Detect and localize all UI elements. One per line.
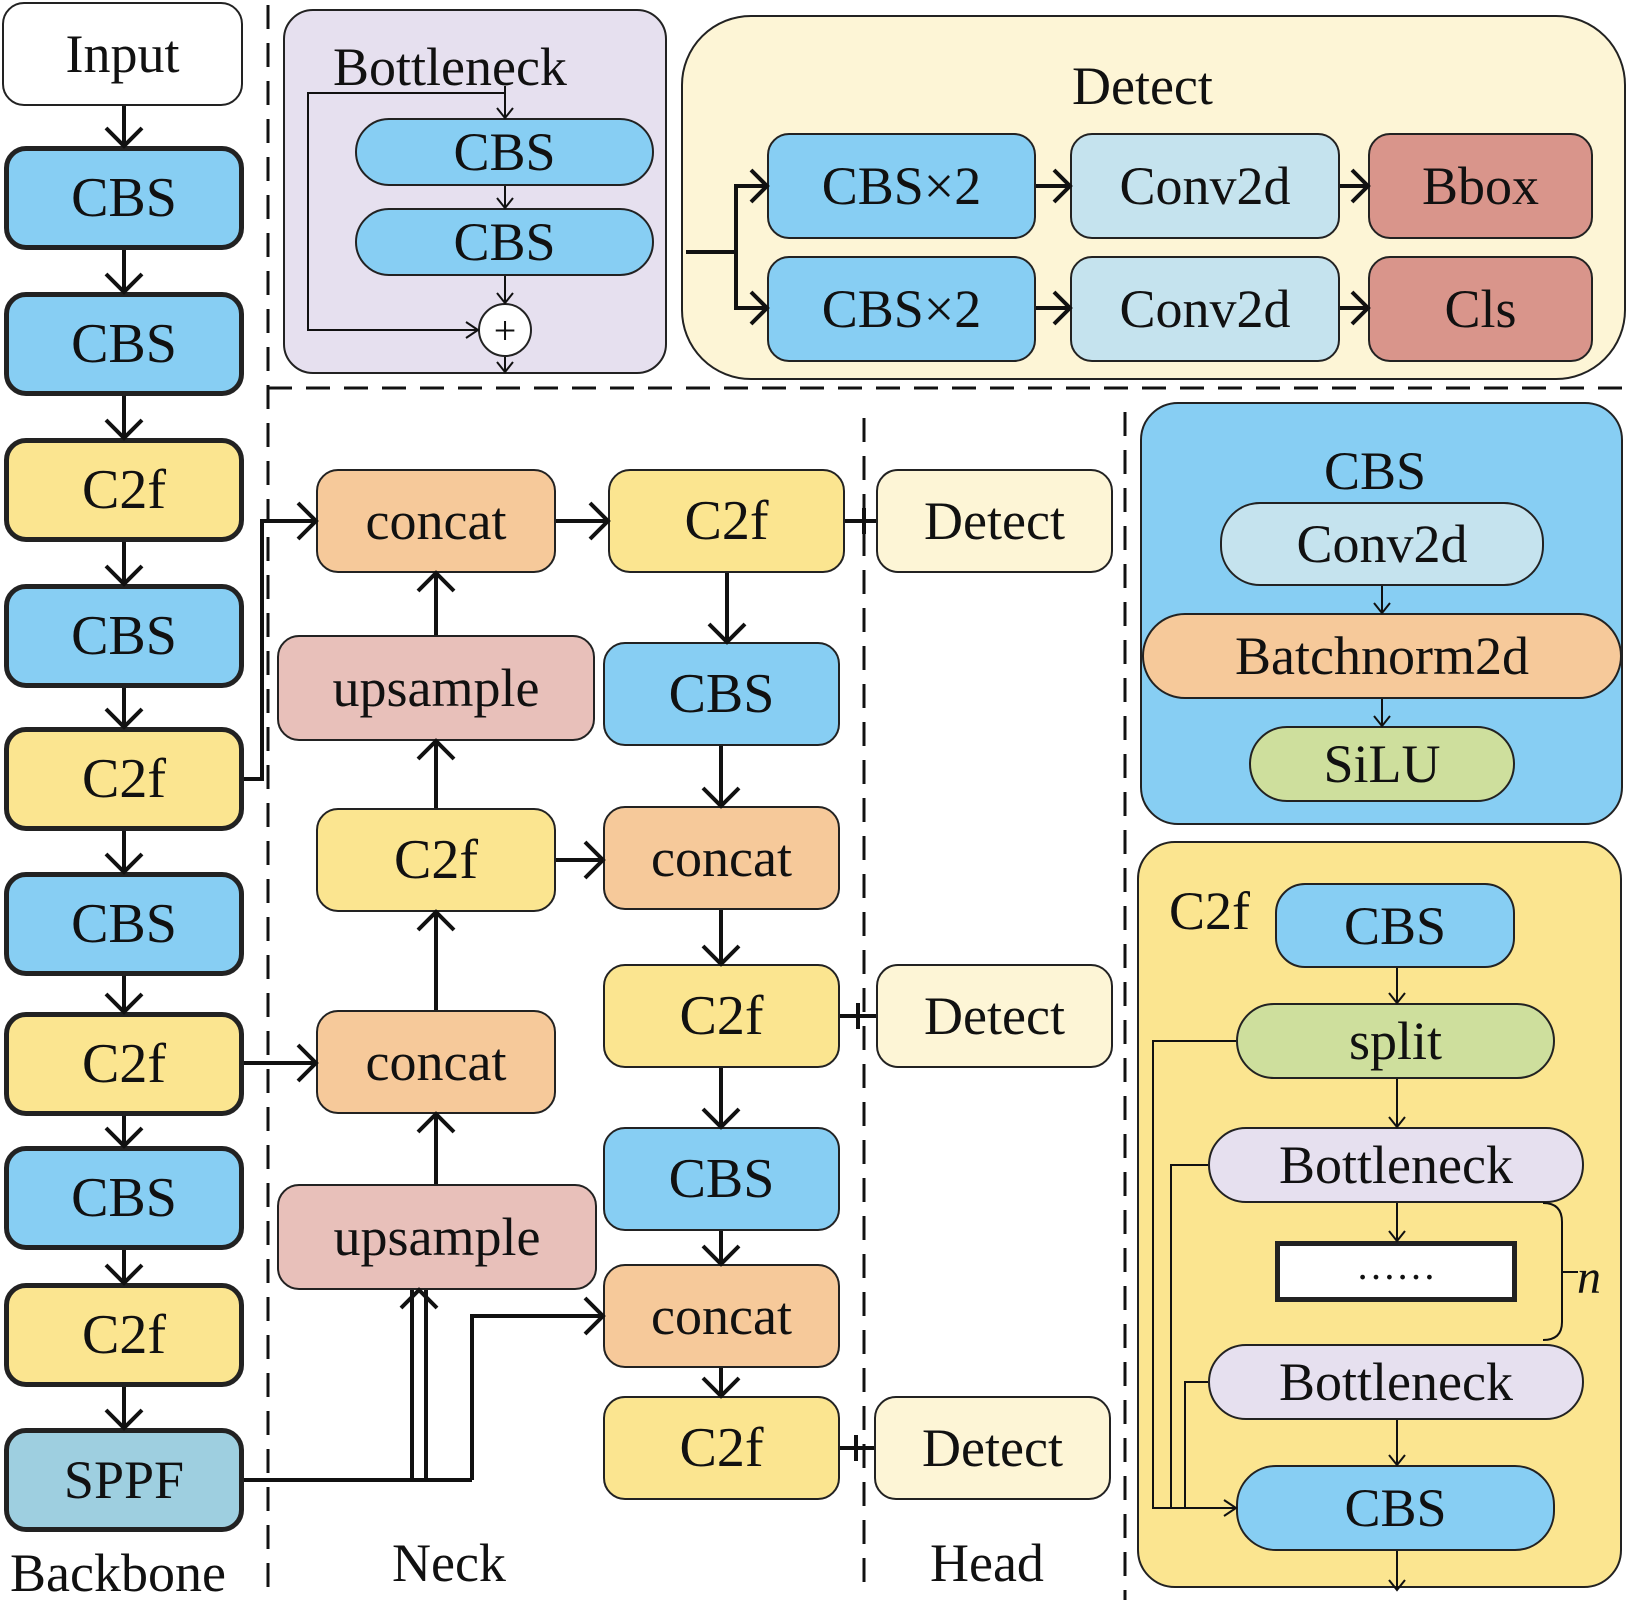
add-symbol: + <box>478 303 532 357</box>
detect-conv2d-block: Conv2d <box>1070 256 1340 362</box>
neck-c2f-mid: C2f <box>316 808 556 912</box>
backbone-block: C2f <box>4 1283 244 1387</box>
c2f-ellipsis: …… <box>1275 1241 1517 1302</box>
neck-label: Neck <box>392 1533 506 1593</box>
c2f-panel-title: C2f <box>1169 881 1250 941</box>
c2f-cbs-top: CBS <box>1275 883 1515 968</box>
backbone-label: Backbone <box>10 1543 226 1603</box>
cbs-conv2d-layer: Conv2d <box>1220 502 1544 586</box>
bottleneck-cbs-block: CBS <box>355 208 654 276</box>
c2f-cbs-bottom: CBS <box>1236 1465 1555 1551</box>
neck-cbs-2: CBS <box>603 1127 840 1231</box>
bbox-output: Bbox <box>1368 133 1593 239</box>
detect-panel-title: Detect <box>1072 56 1213 116</box>
backbone-block: CBS <box>4 146 244 250</box>
neck-concat-top: concat <box>316 469 556 573</box>
cbs-batchnorm-layer: Batchnorm2d <box>1142 613 1622 699</box>
detect-cbs-block: CBS×2 <box>767 133 1036 239</box>
c2f-repeat-label: n <box>1577 1251 1601 1304</box>
c2f-split: split <box>1236 1003 1555 1079</box>
backbone-block: C2f <box>4 438 244 542</box>
detect-cbs-block: CBS×2 <box>767 256 1036 362</box>
c2f-bottleneck-1: Bottleneck <box>1208 1127 1584 1203</box>
backbone-block: CBS <box>4 292 244 396</box>
bottleneck-panel-title: Bottleneck <box>333 37 567 97</box>
neck-upsample-bottom: upsample <box>277 1184 597 1290</box>
input-box: Input <box>2 2 243 106</box>
backbone-block: CBS <box>4 872 244 976</box>
neck-concat-mid: concat <box>316 1010 556 1114</box>
cbs-panel-title: CBS <box>1324 441 1427 501</box>
backbone-block: C2f <box>4 1012 244 1116</box>
neck-cbs-1: CBS <box>603 642 840 746</box>
backbone-block: CBS <box>4 584 244 688</box>
neck-concat-3: concat <box>603 1264 840 1368</box>
neck-upsample-top: upsample <box>277 635 595 741</box>
neck-c2f-out-2: C2f <box>603 964 840 1068</box>
sppf-block: SPPF <box>4 1428 244 1532</box>
neck-c2f-out-1: C2f <box>608 469 845 573</box>
c2f-bottleneck-2: Bottleneck <box>1208 1344 1584 1420</box>
cls-output: Cls <box>1368 256 1593 362</box>
head-label: Head <box>930 1533 1044 1593</box>
bottleneck-cbs-block: CBS <box>355 118 654 186</box>
detect-conv2d-block: Conv2d <box>1070 133 1340 239</box>
head-detect: Detect <box>874 1396 1111 1500</box>
cbs-silu-layer: SiLU <box>1249 726 1515 802</box>
neck-concat-2: concat <box>603 806 840 910</box>
head-detect: Detect <box>876 964 1113 1068</box>
backbone-block: CBS <box>4 1146 244 1250</box>
neck-c2f-out-3: C2f <box>603 1396 840 1500</box>
head-detect: Detect <box>876 469 1113 573</box>
backbone-block: C2f <box>4 727 244 831</box>
